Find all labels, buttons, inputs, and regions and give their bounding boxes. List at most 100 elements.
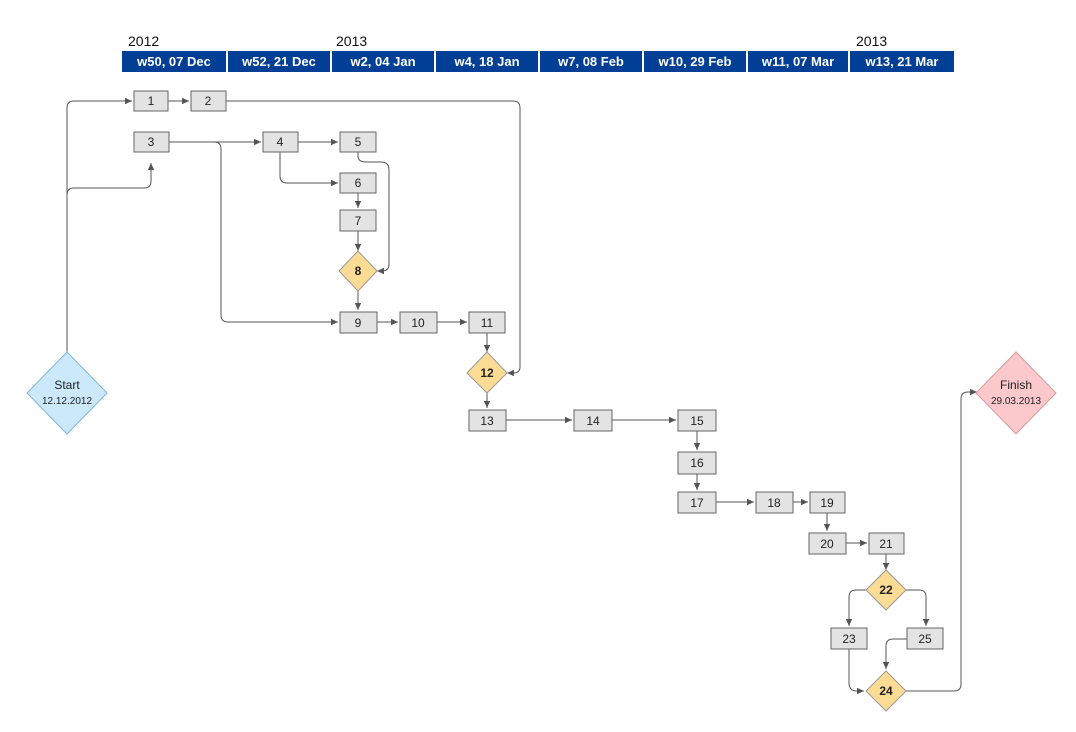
milestone-8: 8 <box>338 250 378 292</box>
week-header-3: w2, 04 Jan <box>332 51 434 72</box>
task-13-box <box>468 409 507 432</box>
task-14-label: 14 <box>586 414 600 428</box>
start-node: Start 12.12.2012 <box>26 351 108 435</box>
task-9-box <box>339 311 378 334</box>
task-7-label: 7 <box>355 214 362 228</box>
task-7: 7 <box>339 209 377 232</box>
start-diamond <box>26 351 108 435</box>
week-header-5: w7, 08 Feb <box>540 51 642 72</box>
week-header-8: w13, 21 Mar <box>850 51 954 72</box>
task-2-label: 2 <box>205 94 212 108</box>
task-19-box <box>809 491 846 514</box>
edge-2-12 <box>226 100 521 377</box>
task-17-label: 17 <box>690 496 704 510</box>
task-19: 19 <box>809 491 846 514</box>
task-4-label: 4 <box>277 135 284 149</box>
task-11-label: 11 <box>481 316 494 330</box>
milestone-22: 22 <box>865 569 907 611</box>
task-25-box <box>906 627 944 650</box>
task-18-label: 18 <box>767 496 781 510</box>
task-17-box <box>677 491 717 514</box>
edge-start-1 <box>66 97 132 352</box>
edge-22-23 <box>845 589 866 626</box>
task-10-box <box>399 311 438 334</box>
edge-5-8 <box>357 152 390 275</box>
task-11-box <box>468 311 506 334</box>
edge-25-24 <box>882 638 907 669</box>
week-header-7: w11, 07 Mar <box>748 51 848 72</box>
task-23-label: 23 <box>842 632 856 646</box>
milestone-24-diamond <box>865 670 907 712</box>
milestone-12: 12 <box>466 351 508 394</box>
task-15-box <box>677 409 717 432</box>
task-13: 13 <box>468 409 507 432</box>
milestone-22-label: 22 <box>879 583 893 597</box>
task-10-label: 10 <box>411 316 425 330</box>
task-13-label: 13 <box>480 414 494 428</box>
task-25-label: 25 <box>918 632 932 646</box>
edge-24-finish <box>906 388 977 692</box>
task-21-box <box>868 532 905 555</box>
task-3-label: 3 <box>148 135 155 149</box>
finish-label: Finish <box>1000 378 1032 392</box>
edge-22-25 <box>906 589 930 626</box>
week-header-6: w10, 29 Feb <box>644 51 746 72</box>
week-header-4: w4, 18 Jan <box>436 51 538 72</box>
task-4-box <box>262 131 299 153</box>
year-label-2012: 2012 <box>128 33 160 49</box>
year-label-2013-end: 2013 <box>856 33 888 49</box>
task-16: 16 <box>677 451 717 475</box>
finish-date: 29.03.2013 <box>991 396 1041 407</box>
task-2: 2 <box>190 90 227 112</box>
milestone-8-diamond <box>338 250 378 292</box>
task-5-label: 5 <box>355 135 362 149</box>
task-25: 25 <box>906 627 944 650</box>
start-label: Start <box>54 378 80 392</box>
task-3-box <box>133 131 170 153</box>
task-6-label: 6 <box>355 176 362 190</box>
week-header-1: w50, 07 Dec <box>122 51 226 72</box>
week-header-2: w52, 21 Dec <box>228 51 330 72</box>
task-21: 21 <box>868 532 905 555</box>
task-1: 1 <box>133 90 169 112</box>
task-11: 11 <box>468 311 506 334</box>
task-18-box <box>755 491 794 514</box>
year-label-2013: 2013 <box>336 33 368 49</box>
task-19-label: 19 <box>820 496 834 510</box>
task-7-box <box>339 209 377 232</box>
task-4: 4 <box>262 131 299 153</box>
task-2-box <box>190 90 227 112</box>
edge-23-24 <box>848 649 864 695</box>
task-9-label: 9 <box>355 316 362 330</box>
task-15: 15 <box>677 409 717 432</box>
finish-node: Finish 29.03.2013 <box>975 351 1057 435</box>
start-date: 12.12.2012 <box>42 396 92 407</box>
milestone-12-diamond <box>466 351 508 394</box>
task-5: 5 <box>339 131 377 153</box>
task-14-box <box>573 409 613 432</box>
edge-4-6 <box>279 152 338 187</box>
task-9: 9 <box>339 311 378 334</box>
task-1-label: 1 <box>148 94 155 108</box>
task-1-box <box>133 90 169 112</box>
task-6: 6 <box>339 172 377 194</box>
task-10: 10 <box>399 311 438 334</box>
task-17: 17 <box>677 491 717 514</box>
task-20: 20 <box>808 532 847 555</box>
task-18: 18 <box>755 491 794 514</box>
finish-diamond <box>975 351 1057 435</box>
task-6-box <box>339 172 377 194</box>
task-16-label: 16 <box>690 456 704 470</box>
task-20-label: 20 <box>820 537 834 551</box>
task-14: 14 <box>573 409 613 432</box>
task-23-box <box>830 627 868 650</box>
milestone-22-diamond <box>865 569 907 611</box>
milestone-8-label: 8 <box>355 264 362 278</box>
task-3: 3 <box>133 131 170 153</box>
task-20-box <box>808 532 847 555</box>
task-15-label: 15 <box>690 414 704 428</box>
task-21-label: 21 <box>879 537 893 551</box>
milestone-24-label: 24 <box>879 684 893 698</box>
task-5-box <box>339 131 377 153</box>
